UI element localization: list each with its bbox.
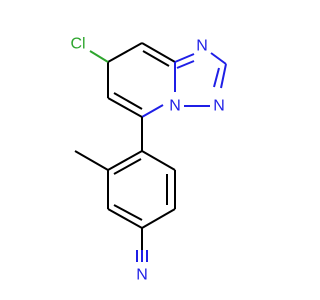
bond-c8a-n1-double <box>176 60 195 69</box>
bond-c8-c8a <box>141 42 176 63</box>
bond-c5-c6 <box>107 97 143 118</box>
bond-n4-c5 <box>141 104 164 118</box>
nitrogen-label-nitrile: N <box>136 267 148 284</box>
bond-c7-cl <box>89 50 109 63</box>
bond-b3-b4-inner <box>113 204 143 221</box>
bond-c8-c8a-inner <box>142 50 170 67</box>
bond-b6-b1 <box>141 150 176 171</box>
bond-c5-c6-inner <box>113 92 143 110</box>
background <box>0 0 300 300</box>
bond-b3-b4 <box>107 208 143 229</box>
molecule-structure: Cl N N N N <box>0 0 300 300</box>
bond-b4-b5 <box>141 208 176 229</box>
bond-c2-n3 <box>220 63 227 89</box>
nitrogen-label-n4: N <box>169 98 181 115</box>
bond-c8a-n1 <box>174 53 195 63</box>
bond-b1-b2-inner <box>113 158 142 175</box>
nitrogen-label-n1: N <box>196 38 208 55</box>
bond-n1-c2 <box>210 52 227 65</box>
bond-c2-n3-double <box>213 67 220 88</box>
bond-b1-b2 <box>107 150 143 171</box>
chlorine-label: Cl <box>70 36 85 53</box>
bond-c7-c8 <box>107 42 143 63</box>
bond-methyl <box>74 150 109 171</box>
nitrogen-label-n3: N <box>213 98 225 115</box>
